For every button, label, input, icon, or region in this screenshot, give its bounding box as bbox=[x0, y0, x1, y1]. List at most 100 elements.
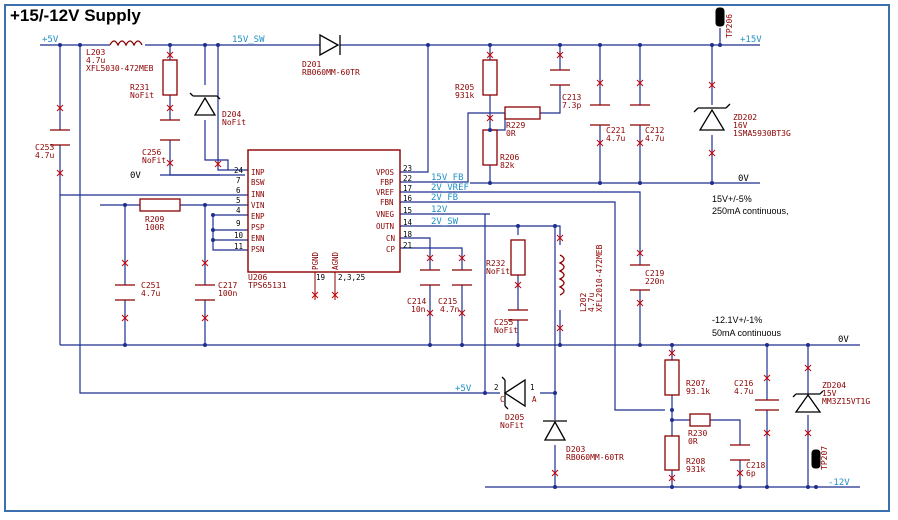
zener-d204 bbox=[189, 92, 221, 116]
ic-pin-agnd: AGND bbox=[331, 251, 340, 270]
zener-d205 bbox=[501, 376, 526, 410]
label-r209: R209 bbox=[145, 215, 164, 224]
pin-d205-a: A bbox=[532, 395, 537, 404]
value-c219: 220n bbox=[645, 277, 664, 286]
ic-pin-num: 24 bbox=[234, 166, 244, 175]
ic-pin-num: 10 bbox=[234, 231, 244, 240]
sheet-title: +15/-12V Supply bbox=[10, 6, 141, 25]
label-c215: C215 bbox=[438, 297, 457, 306]
note-15v-tolerance: 15V+/-5% bbox=[712, 194, 752, 204]
capacitor-c219 bbox=[630, 264, 650, 291]
part-l203: XFL5030-472MEB bbox=[86, 64, 154, 73]
label-c251: C251 bbox=[141, 281, 160, 290]
diode-d201 bbox=[319, 33, 341, 57]
net-label-15v-fb: 15V_FB bbox=[431, 173, 464, 183]
ic-pin-name: BSW bbox=[251, 178, 265, 187]
note-m12v-tolerance: -12.1V+/-1% bbox=[712, 315, 762, 325]
zener-zd202 bbox=[693, 103, 731, 131]
capacitor-c251 bbox=[115, 284, 135, 301]
ic-pin-num: 19 bbox=[316, 273, 325, 282]
label-zd204: ZD204 bbox=[822, 381, 846, 390]
label-d204: D204 bbox=[222, 110, 241, 119]
value-l202: 4.7u bbox=[587, 293, 596, 312]
label-r206: R206 bbox=[500, 153, 519, 162]
capacitor-c217 bbox=[195, 284, 215, 301]
value-r231: NoFit bbox=[130, 91, 154, 100]
ic-pin-num: 23 bbox=[403, 164, 412, 173]
ic-pin-name: FBP bbox=[380, 178, 394, 187]
ic-left-pins: INP 24 BSW 7 INN 6 VIN 5 ENP 4 PSP 9 ENN… bbox=[234, 166, 265, 254]
ic-pin-num: 4 bbox=[236, 206, 241, 215]
label-c217: C217 bbox=[218, 281, 237, 290]
ic-ref: U206 bbox=[248, 273, 267, 282]
label-tp206: TP206 bbox=[725, 14, 734, 38]
value-l203: 4.7u bbox=[86, 56, 105, 65]
note-15v-current: 250mA continuous, bbox=[712, 206, 789, 216]
label-tp207: TP207 bbox=[820, 446, 829, 470]
label-r230: R230 bbox=[688, 429, 707, 438]
resistor-r205 bbox=[482, 59, 498, 96]
ic-part: TPS65131 bbox=[248, 281, 287, 290]
label-zd202: ZD202 bbox=[733, 113, 757, 122]
label-r207: R207 bbox=[686, 379, 705, 388]
ic-pin-name: INN bbox=[251, 190, 265, 199]
resistor-r230 bbox=[689, 413, 711, 427]
label-c216: C216 bbox=[734, 379, 753, 388]
label-l202: L202 bbox=[579, 293, 588, 312]
ic-pin-num: 7 bbox=[236, 176, 241, 185]
value-c218: 6p bbox=[746, 469, 756, 478]
value-r207: 93.1k bbox=[686, 387, 710, 396]
net-label-gnd-c: 0V bbox=[838, 335, 849, 345]
ic-pin-num: 21 bbox=[403, 241, 412, 250]
net-label-gnd-b: 0V bbox=[738, 174, 749, 184]
value-zd204: 15V bbox=[822, 389, 837, 398]
component-labels: L203 4.7u XFL5030-472MEB D201 RB060MM-60… bbox=[35, 14, 870, 478]
note-m12v-current: 50mA continuous bbox=[712, 328, 782, 338]
value-c213: 7.3p bbox=[562, 101, 581, 110]
ic-pin-pgnd: PGND bbox=[311, 251, 320, 270]
value-c253: 4.7u bbox=[35, 151, 54, 160]
pin-d205-2: 2 bbox=[494, 383, 499, 392]
value-r229: 0R bbox=[506, 129, 516, 138]
sheet-frame bbox=[4, 4, 890, 512]
part-zd202: 1SMA5930BT3G bbox=[733, 129, 791, 138]
resistor-r232 bbox=[510, 239, 526, 276]
capacitor-c221 bbox=[590, 104, 610, 126]
label-c219: C219 bbox=[645, 269, 664, 278]
net-label-p15v: +15V bbox=[740, 35, 762, 45]
capacitor-c255 bbox=[508, 309, 528, 321]
ic-pin-num: 16 bbox=[403, 194, 413, 203]
pin-marks bbox=[56, 51, 812, 482]
net-label-2v-vref: 2V_VREF bbox=[431, 183, 469, 193]
resistor-r229 bbox=[504, 106, 541, 120]
net-label-2v-fb: 2V_FB bbox=[431, 193, 458, 203]
value-d205: NoFit bbox=[500, 421, 524, 430]
testpoint-tp207 bbox=[811, 449, 821, 469]
ic-pin-num: 9 bbox=[236, 219, 241, 228]
net-label-15v-sw: 15V_SW bbox=[232, 35, 265, 45]
ic-pin-num: 17 bbox=[403, 184, 412, 193]
value-r205: 931k bbox=[455, 91, 474, 100]
label-r208: R208 bbox=[686, 457, 705, 466]
resistor-r206 bbox=[482, 129, 498, 166]
label-r231: R231 bbox=[130, 83, 149, 92]
ic-pin-name: VNEG bbox=[376, 210, 395, 219]
capacitor-c214 bbox=[420, 269, 440, 286]
resistor-r209 bbox=[139, 198, 181, 212]
value-c217: 100n bbox=[218, 289, 237, 298]
ic-pin-num: 2,3,25 bbox=[338, 273, 365, 282]
ic-pin-num: 14 bbox=[403, 218, 413, 227]
value-c214: 10n bbox=[411, 305, 426, 314]
label-c212: C212 bbox=[645, 126, 664, 135]
ic-pin-name: VIN bbox=[251, 201, 265, 210]
label-c218: C218 bbox=[746, 461, 765, 470]
ic-pin-num: 18 bbox=[403, 230, 413, 239]
label-c214: C214 bbox=[407, 297, 426, 306]
capacitor-c213 bbox=[550, 69, 570, 86]
capacitor-c215 bbox=[452, 269, 472, 286]
net-label-m12v: -12V bbox=[828, 478, 850, 488]
label-r232: R232 bbox=[486, 259, 505, 268]
junction-dots bbox=[58, 43, 818, 489]
label-c256: C256 bbox=[142, 148, 161, 157]
